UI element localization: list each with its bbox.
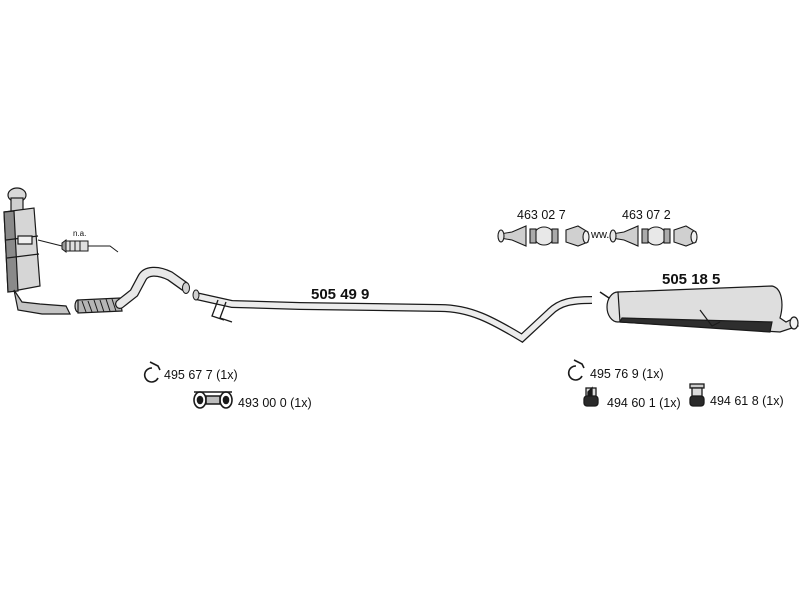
part-label-494-61-8: 494 61 8 (1x) bbox=[710, 394, 784, 408]
part-label-463-02-7: 463 02 7 bbox=[517, 208, 566, 222]
rubber-mount-icon-2 bbox=[689, 383, 705, 407]
middle-pipe bbox=[192, 289, 593, 343]
pipe-end bbox=[182, 282, 190, 294]
clamp-kit-463-02-7 bbox=[497, 225, 590, 247]
sensor-note-label: n.a. bbox=[73, 229, 87, 238]
part-label-495-67-7: 495 67 7 (1x) bbox=[164, 368, 238, 382]
kit-connector-label: ww. bbox=[591, 229, 610, 241]
part-label-495-76-9: 495 76 9 (1x) bbox=[590, 367, 664, 381]
part-label-463-07-2: 463 07 2 bbox=[622, 208, 671, 222]
rubber-mount-icon-1 bbox=[583, 386, 599, 407]
part-label-505-18-5: 505 18 5 bbox=[662, 271, 721, 288]
clamp-icon-right bbox=[567, 359, 585, 381]
particulate-filter bbox=[3, 187, 71, 315]
clamp-icon-left bbox=[143, 361, 161, 383]
part-label-505-49-9: 505 49 9 bbox=[311, 286, 370, 303]
lambda-sensor bbox=[37, 239, 119, 253]
rear-muffler bbox=[599, 285, 799, 333]
part-label-493-00-0: 493 00 0 (1x) bbox=[238, 396, 312, 410]
gasket-icon bbox=[193, 391, 233, 409]
part-label-494-60-1: 494 60 1 (1x) bbox=[607, 396, 681, 410]
clamp-kit-463-07-2 bbox=[609, 225, 698, 247]
flex-pipe bbox=[74, 297, 123, 314]
